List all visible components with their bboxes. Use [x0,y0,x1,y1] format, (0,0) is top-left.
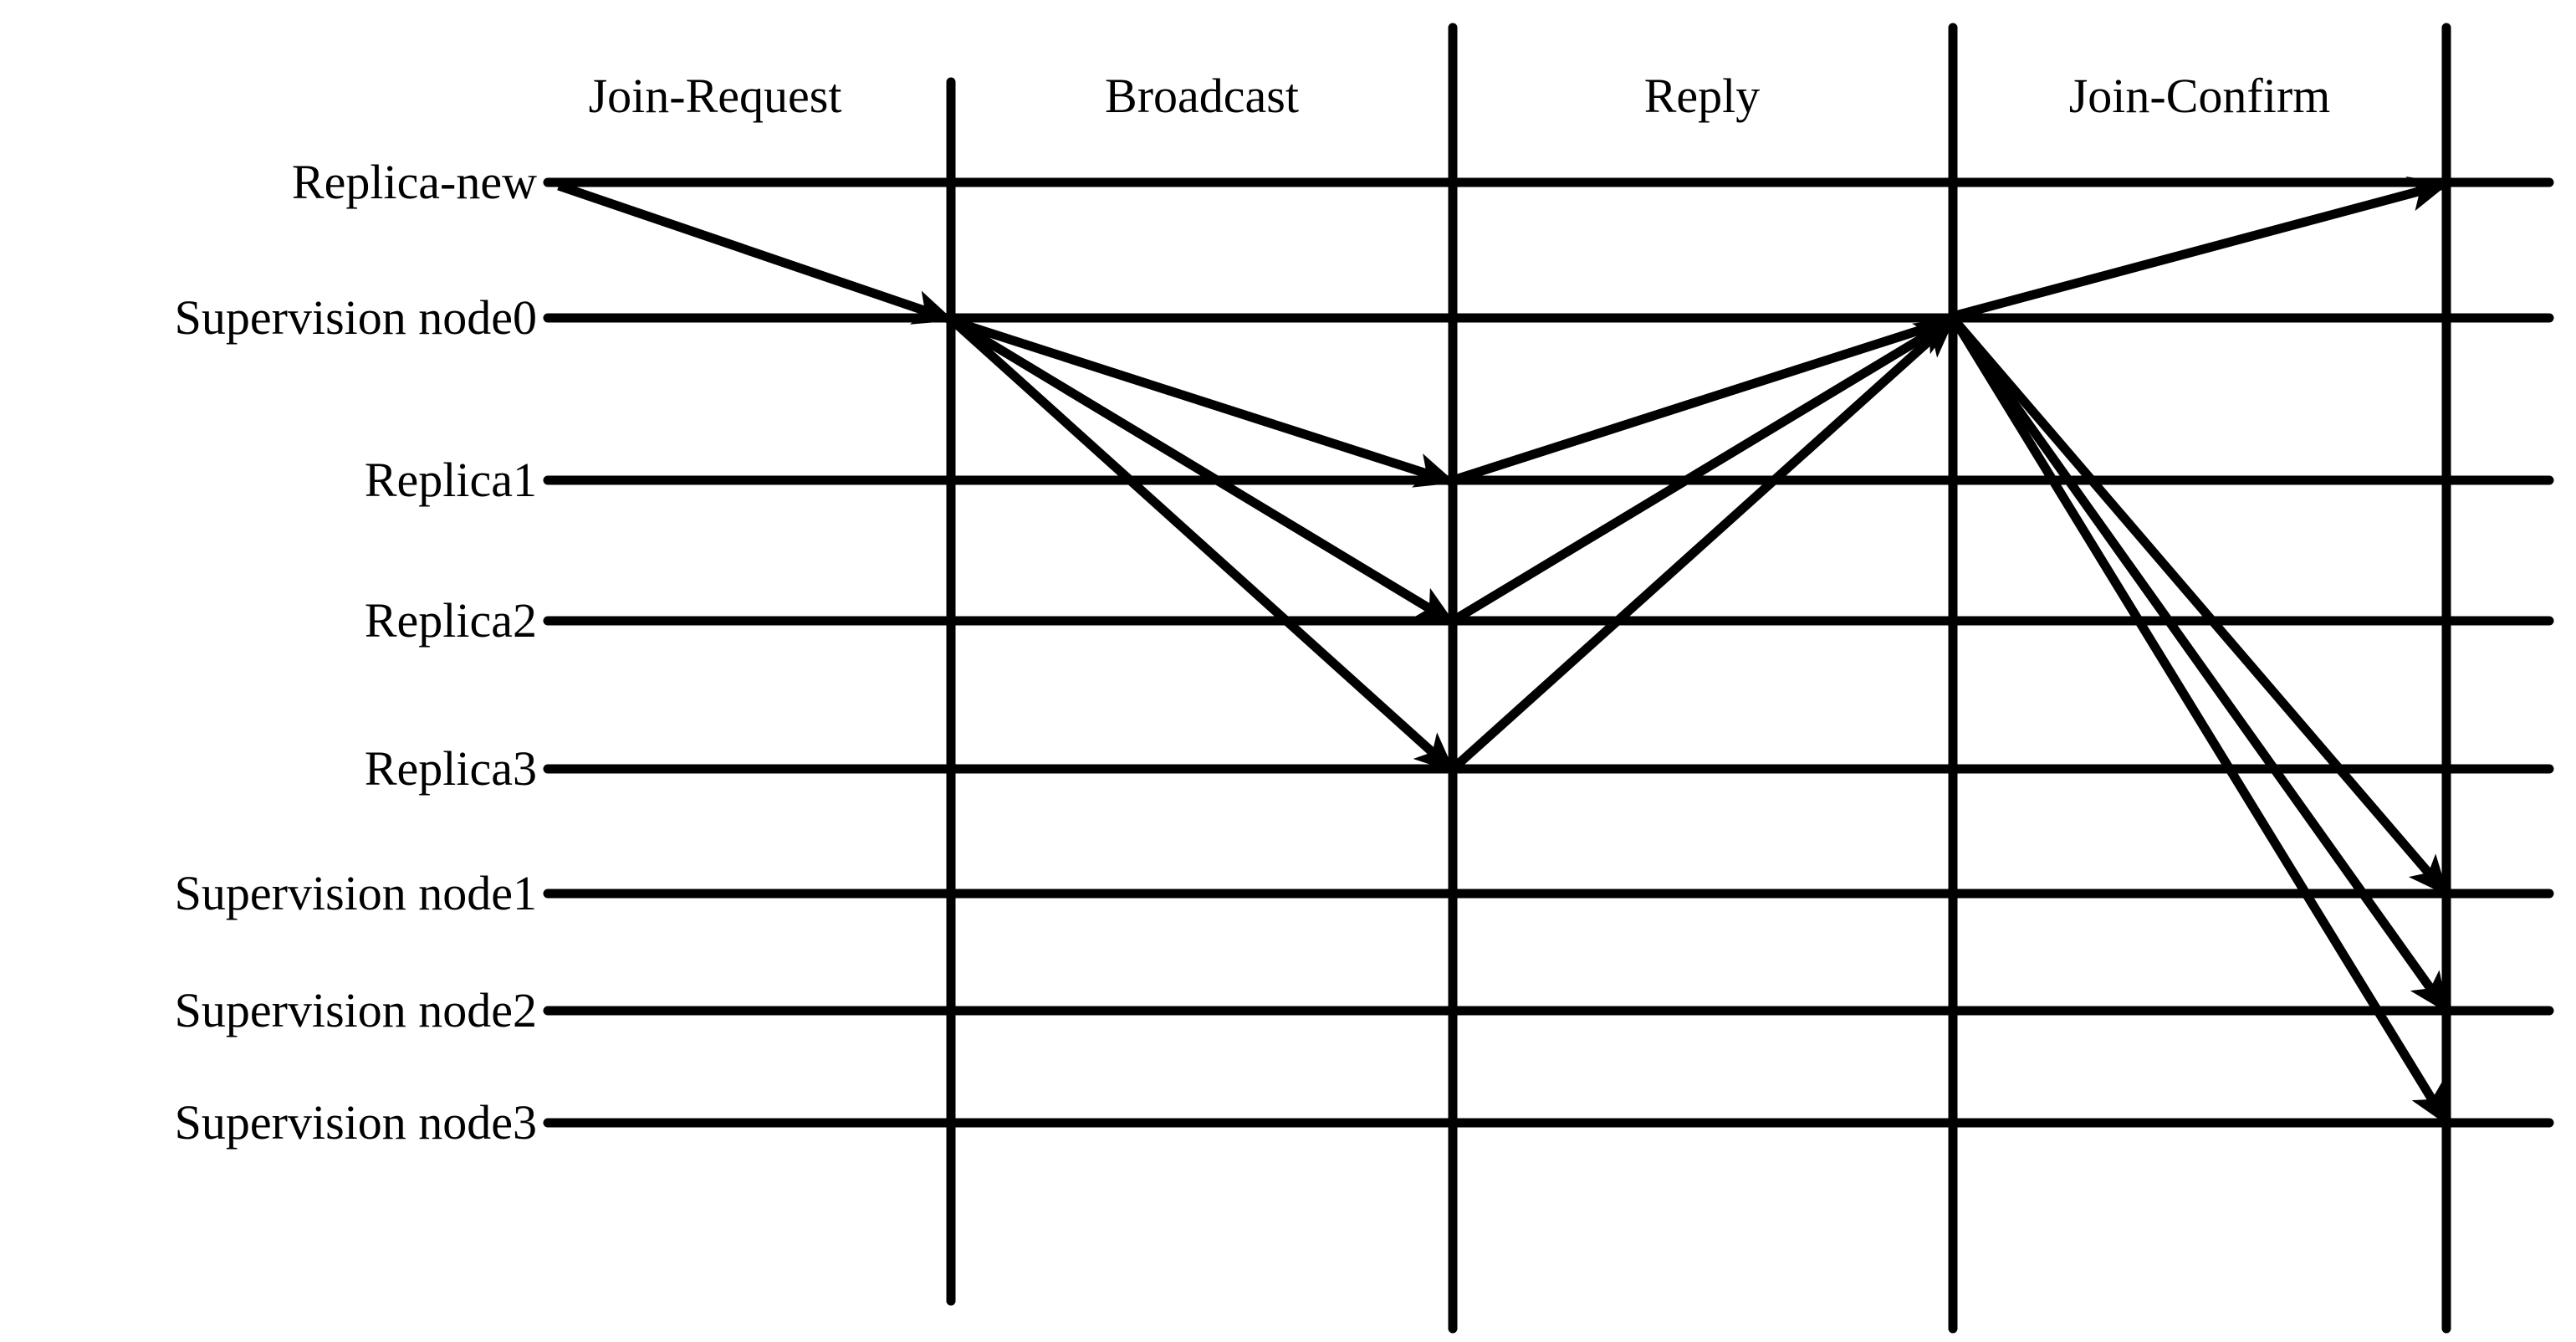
lifeline-label-replica-new: Replica-new [291,155,537,209]
msg-join-confirm-s2 [1951,318,2451,1014]
lifeline-label-supervision-node2: Supervision node2 [174,983,537,1037]
msg-broadcast-r1 [952,316,1456,488]
lifeline-label-supervision-node3: Supervision node3 [174,1095,537,1150]
msg-join-confirm-s1 [1951,318,2451,897]
phase-join-request-label: Join-Request [588,69,842,123]
lifeline-label-replica3: Replica3 [364,741,537,796]
phase-join-confirm-label: Join-Confirm [2068,69,2331,123]
msg-broadcast-r3 [950,317,1456,775]
phase-broadcast-label: Broadcast [1105,69,1299,123]
lifeline-label-supervision-node0: Supervision node0 [174,290,537,345]
msg-reply-r3 [1449,315,1956,773]
msg-reply-r2 [1450,315,1956,625]
lifeline-label-supervision-node1: Supervision node1 [174,866,537,920]
lifeline-group [543,177,2554,1128]
phase-divider-group [946,23,2451,1334]
message-arrow-group [557,176,2451,1126]
msg-join-confirm-s3 [1951,319,2451,1126]
msg-join-confirm-new [1951,176,2450,321]
msg-broadcast-r2 [951,317,1456,627]
msg-reply-r1 [1451,314,1956,485]
lifeline-label-replica1: Replica1 [364,453,537,507]
msg-join-request [557,181,954,325]
phase-reply-label: Reply [1643,69,1761,123]
lifeline-label-replica2: Replica2 [364,593,537,648]
